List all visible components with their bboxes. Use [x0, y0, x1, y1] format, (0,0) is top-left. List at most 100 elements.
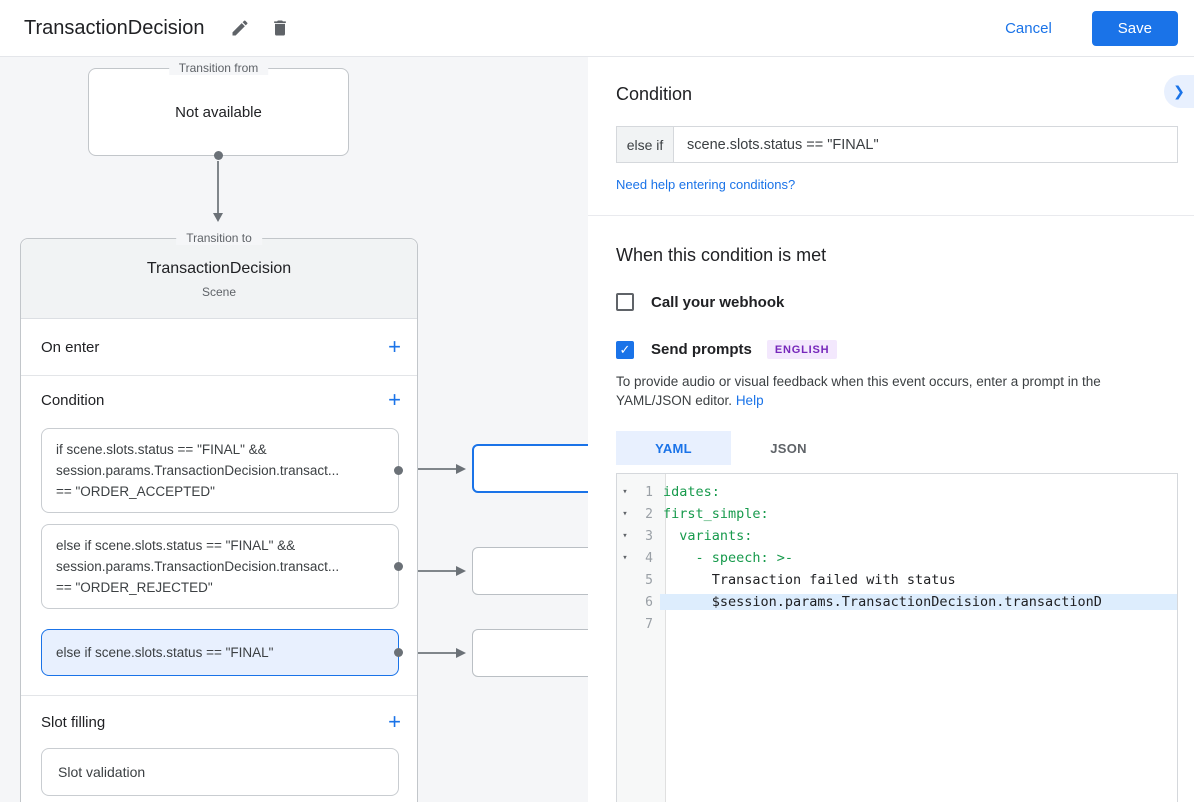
condition-detail-panel: ❯ Condition else if scene.slots.status =… [588, 57, 1194, 802]
send-prompts-label: Send prompts [651, 341, 752, 358]
line-number: 4 [645, 550, 653, 566]
condition-item-rejected[interactable]: else if scene.slots.status == "FINAL" &&… [41, 524, 403, 609]
editor-hint-body: To provide audio or visual feedback when… [616, 374, 1101, 408]
slot-filling-section: Slot filling + [21, 696, 417, 748]
scene-name: TransactionDecision [146, 260, 292, 277]
condition-expression-group: else if scene.slots.status == "FINAL" [616, 126, 1178, 163]
edit-title-button[interactable] [230, 18, 250, 38]
section-divider [588, 215, 1194, 216]
yaml-code-editor[interactable]: ▾ 1 idates: ▾ 2 first_simple: ▾ 3 varian… [616, 473, 1178, 802]
send-prompts-row: ✓ Send prompts ENGLISH [616, 340, 1178, 359]
tab-yaml[interactable]: YAML [616, 431, 731, 465]
connector-line-3 [404, 652, 457, 654]
condition-section-label: Condition [41, 391, 105, 409]
line-number: 6 [645, 594, 653, 610]
line-number: 1 [645, 484, 653, 500]
connector-dot [214, 151, 223, 160]
editor-line: ▾ 4 - speech: >- [617, 547, 1177, 569]
transition-target-rejected[interactable] [472, 547, 602, 595]
code-text[interactable]: first_simple: [663, 506, 769, 522]
language-badge: ENGLISH [766, 340, 838, 359]
editor-line: 5 Transaction failed with status [617, 569, 1177, 591]
line-number: 7 [645, 616, 653, 632]
transition-from-value: Not available [175, 103, 262, 121]
slot-validation-item[interactable]: Slot validation [41, 748, 399, 796]
add-on-enter-button[interactable]: + [388, 334, 401, 359]
condition-help-link[interactable]: Need help entering conditions? [616, 177, 796, 192]
connector-line-1 [404, 468, 457, 470]
condition-text-line: session.params.TransactionDecision.trans… [56, 463, 340, 478]
when-condition-met-title: When this condition is met [616, 245, 827, 265]
arrowhead-right-icon [456, 648, 466, 658]
condition-text-line: if scene.slots.status == "FINAL" && [56, 442, 267, 457]
code-text[interactable]: Transaction failed with status [663, 572, 956, 588]
collapse-panel-button[interactable]: ❯ [1164, 75, 1194, 108]
fold-arrow-icon[interactable]: ▾ [622, 531, 628, 541]
fold-arrow-icon[interactable]: ▾ [622, 487, 628, 497]
line-number: 2 [645, 506, 653, 522]
page-title: TransactionDecision [24, 16, 205, 39]
transition-target-accepted[interactable] [472, 444, 602, 493]
trash-icon [274, 20, 287, 36]
connector-line-down [217, 161, 219, 213]
editor-line-highlighted: 6 $session.params.TransactionDecision.tr… [617, 591, 1177, 613]
slot-filling-label: Slot filling [41, 713, 106, 731]
editor-line: ▾ 3 variants: [617, 525, 1177, 547]
code-text[interactable]: variants: [663, 528, 753, 544]
editor-format-tabs: YAML JSON [616, 431, 1178, 465]
condition-text-line: == "ORDER_REJECTED" [56, 580, 213, 595]
call-webhook-checkbox[interactable] [616, 293, 634, 311]
on-enter-label: On enter [41, 338, 100, 356]
condition-text-line: == "ORDER_ACCEPTED" [56, 484, 215, 499]
arrowhead-down-icon [213, 213, 223, 222]
editor-hint-text: To provide audio or visual feedback when… [616, 372, 1178, 410]
code-text[interactable]: idates: [663, 484, 720, 500]
transition-to-legend: Transition to [176, 231, 262, 245]
pencil-icon [232, 20, 248, 36]
arrowhead-right-icon [456, 566, 466, 576]
editor-line: ▾ 1 idates: [617, 481, 1177, 503]
transition-target-final[interactable] [472, 629, 602, 677]
editor-gutter [617, 474, 666, 802]
editor-line: 7 [617, 613, 1177, 635]
condition-text-line: session.params.TransactionDecision.trans… [56, 559, 340, 574]
cancel-button[interactable]: Cancel [1005, 19, 1052, 37]
condition-text-line: else if scene.slots.status == "FINAL" && [56, 538, 296, 553]
editor-line: ▾ 2 first_simple: [617, 503, 1177, 525]
line-number: 5 [645, 572, 653, 588]
on-enter-section: On enter + [21, 319, 417, 376]
transition-from-legend: Transition from [168, 61, 269, 75]
fold-arrow-icon[interactable]: ▾ [622, 553, 628, 563]
connector-dot [394, 648, 403, 657]
help-link[interactable]: Help [735, 393, 764, 408]
check-icon: ✓ [619, 341, 631, 357]
line-number: 3 [645, 528, 653, 544]
top-bar: TransactionDecision Cancel Save [0, 0, 1194, 57]
chevron-right-icon: ❯ [1173, 83, 1185, 99]
condition-item-final-selected[interactable]: else if scene.slots.status == "FINAL" [41, 629, 403, 676]
condition-section: Condition + if scene.slots.status == "FI… [21, 376, 417, 696]
condition-prefix-label: else if [617, 127, 674, 162]
code-text[interactable]: $session.params.TransactionDecision.tran… [660, 594, 1177, 610]
add-slot-button[interactable]: + [388, 709, 401, 734]
connector-dot [394, 466, 403, 475]
transition-to-card: Transition to TransactionDecision Scene … [20, 231, 418, 802]
call-webhook-label: Call your webhook [651, 293, 785, 311]
connector-dot [394, 562, 403, 571]
fold-arrow-icon[interactable]: ▾ [622, 509, 628, 519]
arrowhead-right-icon [456, 464, 466, 474]
save-button[interactable]: Save [1091, 10, 1178, 46]
delete-scene-button[interactable] [270, 18, 290, 38]
code-text[interactable]: - speech: >- [663, 550, 794, 566]
scene-type-label: Scene [201, 285, 237, 299]
condition-expression-input[interactable]: scene.slots.status == "FINAL" [687, 136, 879, 153]
add-condition-button[interactable]: + [388, 387, 401, 412]
transition-from-box[interactable]: Transition from Not available [88, 61, 349, 156]
panel-condition-title: Condition [616, 84, 693, 104]
send-prompts-checkbox[interactable]: ✓ [616, 340, 634, 359]
connector-line-2 [404, 570, 457, 572]
condition-text-line: else if scene.slots.status == "FINAL" [56, 645, 274, 660]
tab-json[interactable]: JSON [770, 440, 807, 456]
condition-item-accepted[interactable]: if scene.slots.status == "FINAL" && sess… [41, 428, 403, 513]
scene-card-header: TransactionDecision Scene [21, 239, 417, 319]
